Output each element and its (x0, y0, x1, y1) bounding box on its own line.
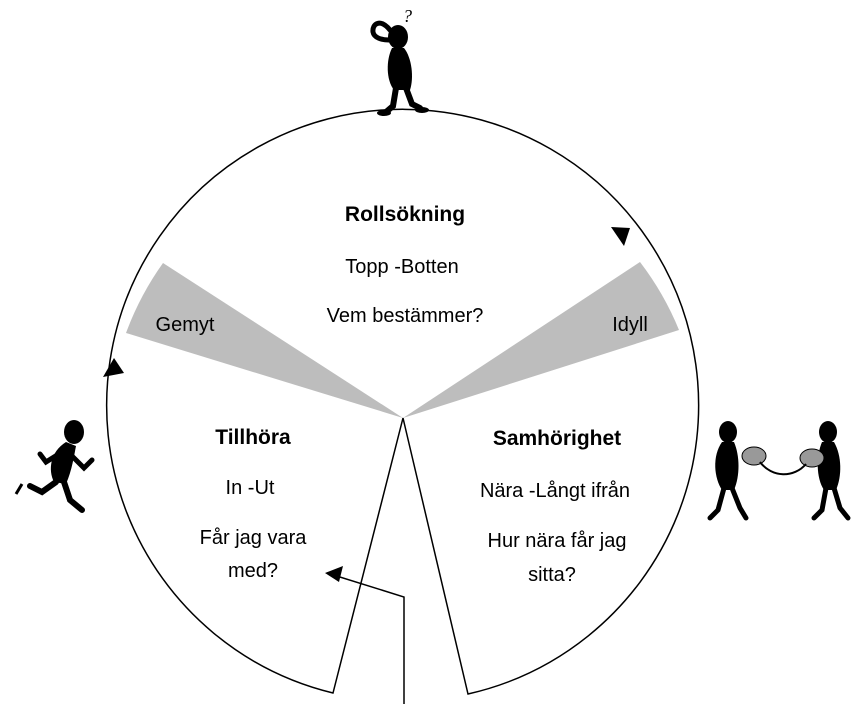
top-sector-title: Rollsökning (345, 203, 465, 226)
entry-pointer-arrowhead (325, 566, 343, 582)
cycle-outline (105, 108, 700, 695)
right-sector-title: Samhörighet (493, 427, 621, 450)
top-sector-line1: Topp -Botten (345, 256, 458, 278)
idyll-transition-wedge (403, 262, 679, 418)
idyll-label: Idyll (612, 314, 648, 336)
left-sector-title: Tillhöra (215, 426, 291, 449)
gemyt-label: Gemyt (156, 314, 215, 336)
right-sector-line1: Nära -Långt ifrån (480, 480, 630, 502)
left-sector-line2a: Får jag vara (200, 527, 308, 549)
gemyt-transition-wedge (126, 263, 403, 418)
entry-pointer-arrow (326, 572, 405, 704)
right-sector-line2b: sitta? (528, 564, 576, 586)
cycle-direction-arrow-right (611, 227, 630, 246)
running-person-icon (14, 420, 95, 513)
left-sector-line1: In -Ut (226, 477, 275, 499)
two-people-toasting-icon (707, 421, 851, 521)
svg-text:?: ? (403, 6, 412, 26)
cycle-direction-arrow-left (103, 358, 124, 377)
left-sector-line2b: med? (228, 560, 278, 582)
thinking-person-icon: ? (370, 6, 429, 116)
top-sector-line2: Vem bestämmer? (327, 305, 484, 327)
right-sector-line2a: Hur nära får jag (488, 530, 627, 552)
